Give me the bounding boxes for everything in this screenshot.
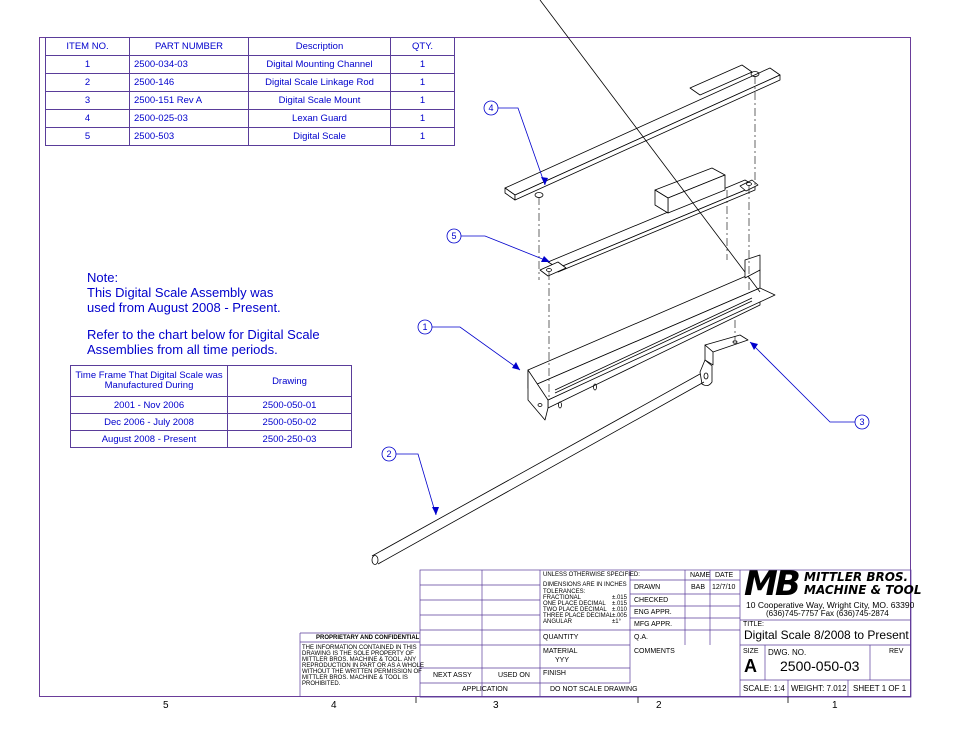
company-address: 10 Cooperative Way, Wright City, MO. 633… xyxy=(746,600,915,610)
company-name-line1: MITTLER BROS. xyxy=(804,570,909,584)
angular-value: ±1° xyxy=(612,619,622,625)
tolerances-label: TOLERANCES: xyxy=(543,589,586,595)
balloon-label: 4 xyxy=(488,103,493,113)
mfg-appr-label: MFG APPR. xyxy=(634,621,673,628)
drawing-title: Digital Scale 8/2008 to Present xyxy=(744,628,909,642)
table-row: August 2008 - Present 2500-250-03 xyxy=(70,430,352,448)
material-value: YYY xyxy=(555,657,570,664)
one-place-value: ±.015 xyxy=(612,601,627,607)
balloon-label: 3 xyxy=(859,417,864,427)
checked-label: CHECKED xyxy=(634,597,669,604)
table-row: Dec 2006 - July 2008 2500-050-02 xyxy=(70,413,352,431)
timeframe-drawing: 2500-250-03 xyxy=(227,430,352,448)
angular-label: ANGULAR xyxy=(543,619,573,625)
assembly-note: Note: This Digital Scale Assembly was us… xyxy=(87,270,320,357)
proprietary-text: REPRODUCTION IN PART OR AS A WHOLE xyxy=(302,663,425,669)
company-phone: (636)745-7757 Fax (636)745-2874 xyxy=(766,609,889,618)
fractional-label: FRACTIONAL xyxy=(543,595,582,601)
no-scale-note: DO NOT SCALE DRAWING xyxy=(550,686,638,693)
table-row: 1 2500-034-03 Digital Mounting Channel 1 xyxy=(45,55,455,74)
dwg-no-label: DWG. NO. xyxy=(768,648,807,657)
drawing-border xyxy=(39,37,911,697)
used-on-label: USED ON xyxy=(498,672,530,679)
drawn-date: 12/7/10 xyxy=(712,584,736,591)
one-place-label: ONE PLACE DECIMAL xyxy=(543,601,606,607)
rev-label: REV xyxy=(889,648,904,655)
zone-label: 4 xyxy=(331,700,337,711)
proprietary-text: DRAWING IS THE SOLE PROPERTY OF xyxy=(302,651,414,657)
note-line: Refer to the chart below for Digital Sca… xyxy=(87,327,320,342)
proprietary-title: PROPRIETARY AND CONFIDENTIAL xyxy=(316,635,420,641)
assembly-centerlines xyxy=(538,76,756,400)
scale-value: SCALE: 1:4 xyxy=(743,684,785,693)
sheet-number: SHEET 1 OF 1 xyxy=(853,684,907,693)
application-label: APPLICATION xyxy=(462,686,508,693)
sheet-size: A xyxy=(744,656,757,676)
balloon-label: 1 xyxy=(422,322,427,332)
weight-value: WEIGHT: 7.012 xyxy=(791,684,847,693)
lexan-guard-part xyxy=(504,64,781,201)
timeframe-header: Time Frame That Digital Scale was Manufa… xyxy=(70,365,228,397)
zone-label: 3 xyxy=(493,700,499,711)
zone-label: 1 xyxy=(832,700,838,711)
proprietary-text: PROHIBITED. xyxy=(302,681,341,687)
three-place-label: THREE PLACE DECIMAL xyxy=(543,613,614,619)
scale-mount-part xyxy=(699,334,749,386)
date-header: DATE xyxy=(715,572,734,579)
three-place-value: ±.005 xyxy=(612,613,627,619)
drawn-name: BAB xyxy=(691,584,706,591)
next-assy-label: NEXT ASSY xyxy=(433,672,472,679)
fractional-value: ±.015 xyxy=(612,595,627,601)
material-label: MATERIAL xyxy=(543,648,578,655)
linkage-rod-part xyxy=(371,373,705,565)
drawn-label: DRAWN xyxy=(634,584,661,591)
unless-specified: UNLESS OTHERWISE SPECIFIED: xyxy=(543,572,640,578)
company-logo: MB xyxy=(744,564,801,604)
bom-part: 2500-503 xyxy=(129,127,249,146)
note-line: used from August 2008 - Present. xyxy=(87,300,281,315)
qa-label: Q.A. xyxy=(634,634,649,641)
mounting-channel-part xyxy=(527,0,776,421)
zone-label: 2 xyxy=(656,700,662,711)
balloon-label: 5 xyxy=(451,231,456,241)
proprietary-text: MITTLER BROS. MACHINE & TOOL IS xyxy=(302,675,408,681)
name-header: NAME xyxy=(690,572,711,579)
comments-label: COMMENTS xyxy=(634,648,675,655)
balloons xyxy=(381,100,870,516)
proprietary-text: MITTLER BROS. MACHINE & TOOL. ANY xyxy=(302,657,417,663)
company-name-line2: MACHINE & TOOL xyxy=(804,583,922,597)
note-line: Assemblies from all time periods. xyxy=(87,342,278,357)
digital-scale-part xyxy=(539,167,759,277)
note-line: This Digital Scale Assembly was xyxy=(87,285,274,300)
table-row: 5 2500-503 Digital Scale 1 xyxy=(45,127,455,146)
finish-label: FINISH xyxy=(543,670,566,677)
eng-appr-label: ENG APPR. xyxy=(634,609,672,616)
title-label: TITLE: xyxy=(743,621,765,628)
zone-label: 5 xyxy=(163,700,169,711)
note-line: Note: xyxy=(87,270,119,285)
drawing-number: 2500-050-03 xyxy=(780,658,860,674)
proprietary-text: THE INFORMATION CONTAINED IN THIS xyxy=(302,645,417,651)
title-block-grid xyxy=(299,569,912,698)
two-place-value: ±.010 xyxy=(612,607,627,613)
dims-inches: DIMENSIONS ARE IN INCHES xyxy=(543,582,627,588)
balloon-label: 2 xyxy=(386,449,391,459)
table-row: 3 2500-151 Rev A Digital Scale Mount 1 xyxy=(45,91,455,110)
size-label: SIZE xyxy=(743,648,759,655)
quantity-label: QUANTITY xyxy=(543,634,579,641)
timeframe-table: Time Frame That Digital Scale was Manufa… xyxy=(70,365,352,448)
bom-item: 5 xyxy=(45,127,130,146)
table-row: 2001 - Nov 2006 2500-050-01 xyxy=(70,396,352,414)
table-row: 4 2500-025-03 Lexan Guard 1 xyxy=(45,109,455,128)
proprietary-text: WITHOUT THE WRITTEN PERMISSION OF xyxy=(302,669,422,675)
two-place-label: TWO PLACE DECIMAL xyxy=(543,607,607,613)
bill-of-materials: ITEM NO. PART NUMBER Description QTY. 1 … xyxy=(45,37,455,146)
bom-qty: 1 xyxy=(390,127,455,146)
